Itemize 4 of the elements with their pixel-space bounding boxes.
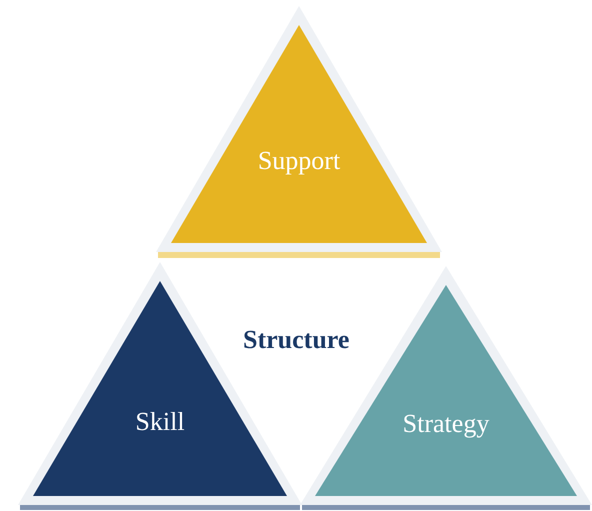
triangle-label: Strategy bbox=[402, 409, 490, 439]
center-heading: Structure bbox=[243, 325, 350, 355]
triangle-label: Skill bbox=[135, 407, 185, 437]
triangle-label: Support bbox=[258, 146, 340, 176]
